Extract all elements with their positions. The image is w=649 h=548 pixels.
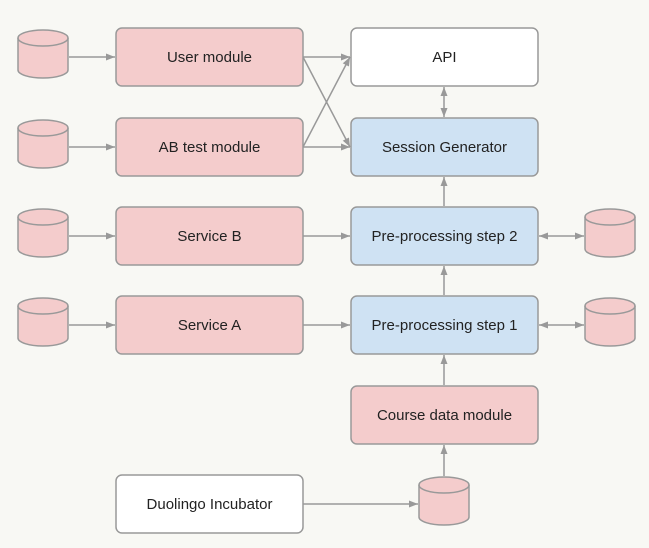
db-pre1-icon — [584, 297, 636, 347]
preprocessing-1-box: Pre-processing step 1 — [350, 295, 539, 355]
duolingo-incubator-label: Duolingo Incubator — [147, 496, 273, 513]
session-generator-label: Session Generator — [382, 139, 507, 156]
service-a-label: Service A — [178, 317, 241, 334]
course-data-module-box: Course data module — [350, 385, 539, 445]
db-service-a-icon — [17, 297, 69, 347]
preprocessing-1-label: Pre-processing step 1 — [372, 317, 518, 334]
preprocessing-2-box: Pre-processing step 2 — [350, 206, 539, 266]
preprocessing-2-label: Pre-processing step 2 — [372, 228, 518, 245]
api-label: API — [432, 49, 456, 66]
db-ab-icon — [17, 119, 69, 169]
db-service-b-icon — [17, 208, 69, 258]
duolingo-incubator-box: Duolingo Incubator — [115, 474, 304, 534]
arrow-ab-test-module-to-api — [302, 56, 351, 148]
service-b-box: Service B — [115, 206, 304, 266]
db-user-icon — [17, 29, 69, 79]
ab-test-module-box: AB test module — [115, 117, 304, 177]
db-pre2-icon — [584, 208, 636, 258]
service-b-label: Service B — [177, 228, 241, 245]
ab-test-module-label: AB test module — [159, 139, 261, 156]
user-module-box: User module — [115, 27, 304, 87]
course-data-module-label: Course data module — [377, 407, 512, 424]
service-a-box: Service A — [115, 295, 304, 355]
db-course-icon — [418, 476, 470, 526]
session-generator-box: Session Generator — [350, 117, 539, 177]
api-box: API — [350, 27, 539, 87]
user-module-label: User module — [167, 49, 252, 66]
